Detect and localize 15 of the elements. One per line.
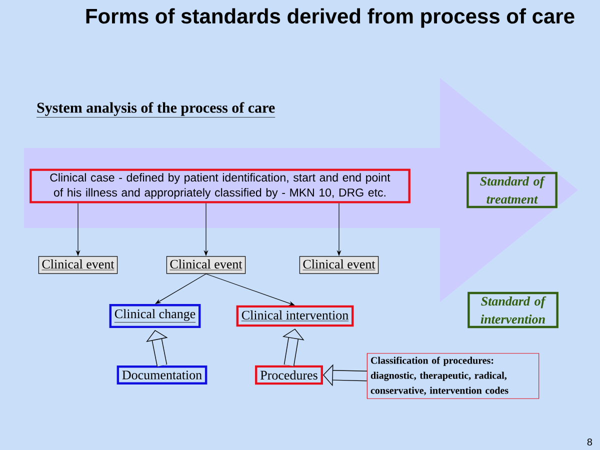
process-box: Clinical change — [109, 304, 201, 328]
standard-box: Standard of treatment — [466, 172, 558, 208]
slide-title: Forms of standards derived from process of care — [86, 8, 574, 28]
event-box: Clinical event — [299, 256, 379, 274]
standard-box: Standard of intervention — [468, 292, 558, 328]
process-box: Procedures — [255, 365, 323, 385]
arrow — [155, 274, 206, 304]
event-box: Clinical event — [38, 256, 118, 274]
event-box: Clinical event — [166, 256, 246, 274]
section-heading: System analysis of the process of care — [36, 102, 276, 118]
page-number: 8 — [587, 438, 592, 446]
process-box: Clinical intervention — [236, 305, 354, 327]
process-box: Documentation — [116, 366, 208, 384]
note-box: Classification of procedures: diagnostic, therapeutic, radical, conservative, intervention codes — [366, 353, 540, 399]
case-box: Clinical case - defined by patient identification, start and end point of his illness and appropriately classified by - MKN 10, DRG etc. — [30, 168, 410, 204]
